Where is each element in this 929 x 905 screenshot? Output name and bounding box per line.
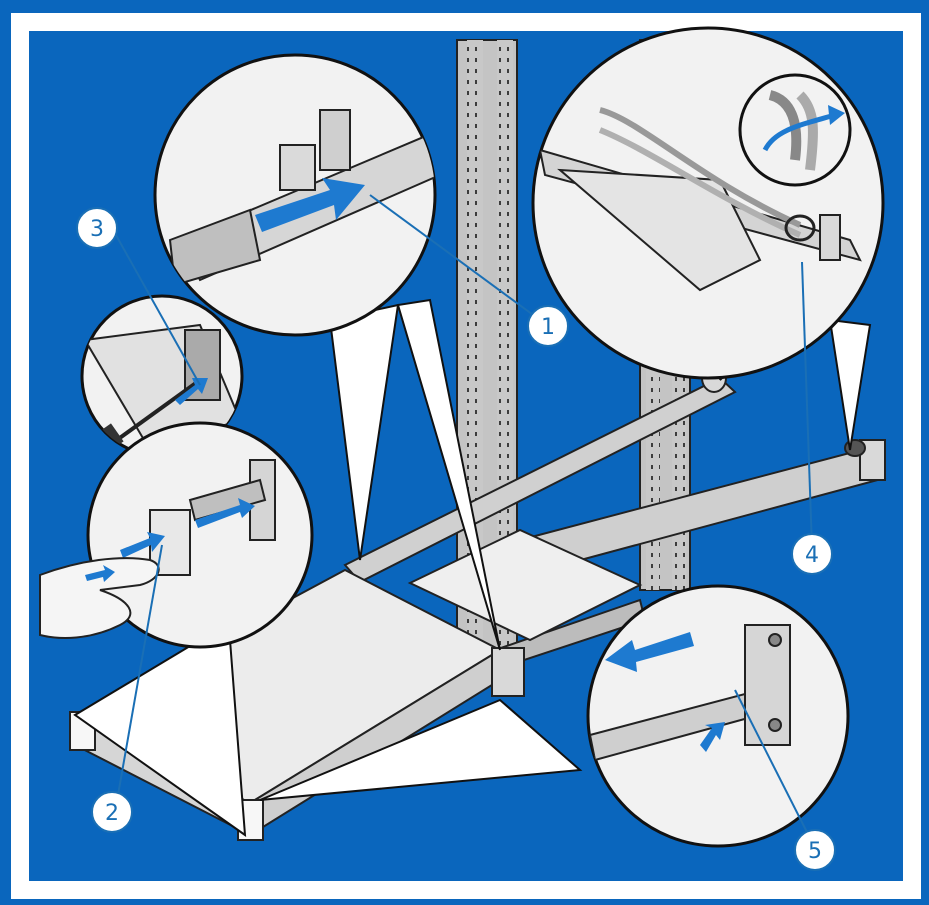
callout-5: 5 — [795, 830, 835, 870]
callout-4: 4 — [792, 534, 832, 574]
callout-3: 3 — [77, 208, 117, 248]
detail-circle-5 — [588, 586, 848, 846]
svg-text:3: 3 — [90, 217, 104, 242]
svg-text:5: 5 — [808, 839, 822, 864]
svg-text:4: 4 — [805, 543, 819, 568]
svg-text:1: 1 — [541, 315, 555, 340]
svg-text:2: 2 — [105, 801, 119, 826]
detail-circle-4 — [533, 28, 883, 378]
callout-1: 1 — [528, 306, 568, 346]
callout-2: 2 — [92, 792, 132, 832]
